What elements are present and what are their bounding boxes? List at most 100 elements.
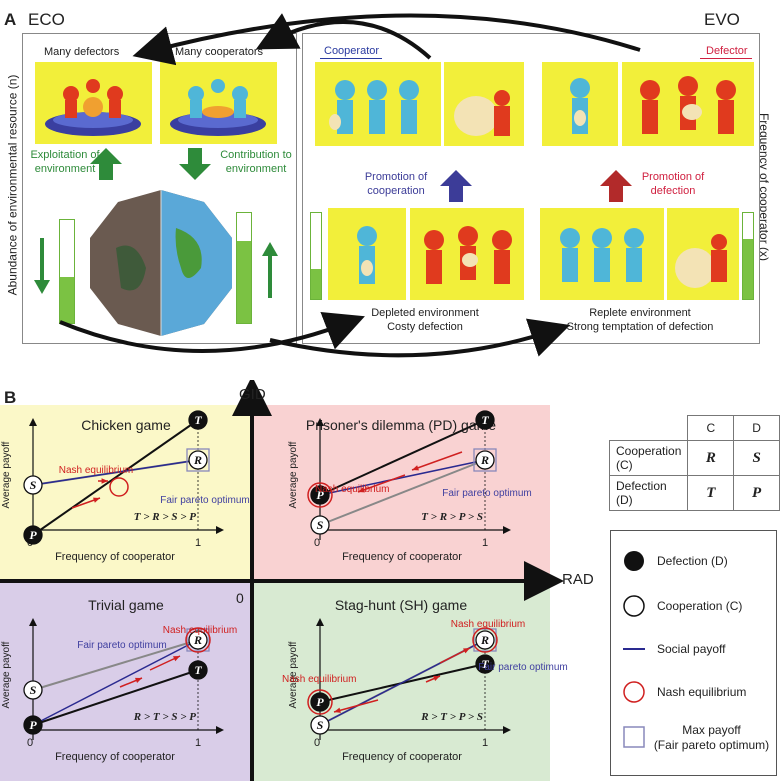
legend: Defection (D) Cooperation (C) Social pay… bbox=[610, 530, 777, 776]
defectors-group-image bbox=[622, 62, 754, 146]
chicken-node-t-letter: T bbox=[194, 413, 202, 427]
staghunt-title: Stag-hunt (SH) game bbox=[334, 597, 468, 613]
trivial-node-r bbox=[188, 630, 208, 650]
pd-inequality: T > R > P > S bbox=[421, 511, 483, 523]
blue-up-arrow-icon bbox=[440, 170, 472, 202]
staghunt-nash-arrow-c-head bbox=[334, 707, 341, 713]
lone-cooperator-image bbox=[542, 62, 618, 146]
chicken-node-p-letter: P bbox=[29, 528, 37, 542]
eco-green-arrows bbox=[90, 148, 211, 180]
chicken-inequality: T > R > S > P bbox=[134, 511, 196, 523]
exploitation-label: Exploitation of environment bbox=[30, 148, 100, 176]
pd-x1: 1 bbox=[482, 537, 488, 549]
staghunt-node-r-letter: R bbox=[480, 633, 489, 647]
matrix-cell-p: P bbox=[733, 475, 780, 511]
staghunt-x1: 1 bbox=[482, 737, 488, 749]
pd-nash-arrow-a-head bbox=[358, 487, 365, 493]
evo-replete-bar bbox=[742, 212, 754, 300]
promotion-defect-line2: defection bbox=[650, 185, 696, 197]
chicken-node-r-letter: R bbox=[193, 453, 202, 467]
earth-icon bbox=[90, 190, 232, 336]
pd-node-r bbox=[475, 450, 495, 470]
exploitation-line2: environment bbox=[34, 163, 96, 175]
chicken-node-t bbox=[188, 410, 208, 430]
chicken-node-s-letter: S bbox=[30, 478, 37, 492]
pd-node-r-letter: R bbox=[480, 453, 489, 467]
chicken-nash-arrow-b-head bbox=[93, 497, 100, 503]
matrix-cell-r: R bbox=[687, 440, 735, 476]
pd-nash-marker-0 bbox=[307, 482, 333, 508]
pd-pareto-box bbox=[473, 448, 497, 472]
staghunt-x-axis-head bbox=[503, 726, 511, 734]
trivial-pareto-label: Fair pareto optimum bbox=[77, 640, 166, 651]
matrix-col-c: C bbox=[687, 415, 735, 441]
staghunt-node-p bbox=[310, 692, 330, 712]
legend-symbols bbox=[623, 551, 645, 748]
pd-node-p-letter: P bbox=[316, 488, 324, 502]
chicken-defector-line bbox=[32, 419, 199, 536]
matrix-row-cooperation: Cooperation (C) bbox=[608, 440, 689, 476]
eco-resource-low-bar bbox=[59, 219, 75, 324]
defection-legend-icon bbox=[624, 551, 644, 571]
pd-x0: 0 bbox=[314, 537, 320, 549]
matrix-col-d: D bbox=[733, 415, 780, 441]
trivial-node-s-letter: S bbox=[30, 683, 37, 697]
pd-title: Prisoner's dilemma (PD) game bbox=[305, 417, 497, 433]
staghunt-nash-arrow-c bbox=[333, 699, 379, 713]
chicken-pareto-label: Fair pareto optimum bbox=[160, 495, 249, 506]
trivial-node-t bbox=[188, 660, 208, 680]
pd-social-line bbox=[319, 459, 486, 496]
down-arrow-icon bbox=[179, 148, 211, 180]
pd-node-s-letter: S bbox=[317, 518, 324, 532]
chicken-nash-label: Nash equilibrium bbox=[59, 465, 133, 476]
chicken-y-axis-head bbox=[29, 418, 37, 426]
money-bag-icon bbox=[675, 234, 727, 288]
up-small-arrow-icon bbox=[262, 242, 278, 298]
staghunt-nash-top-label: Nash equilibrium bbox=[451, 619, 525, 630]
chicken-nash-marker-0 bbox=[109, 477, 129, 497]
trivial-social-line bbox=[32, 639, 199, 726]
cooperation-legend-icon bbox=[623, 595, 645, 617]
chicken-node-p bbox=[23, 525, 43, 545]
up-arrow-icon bbox=[90, 148, 122, 180]
defector-tag: Defector bbox=[706, 45, 748, 57]
three-cooperators-icon bbox=[329, 80, 419, 134]
rad-label: RAD bbox=[562, 571, 594, 588]
many-defectors-image bbox=[35, 62, 152, 144]
chicken-x-axis-head bbox=[216, 526, 224, 534]
staghunt-x0: 0 bbox=[314, 737, 320, 749]
gid-rad-axes bbox=[0, 380, 564, 781]
pd-nash-arrow-b bbox=[411, 451, 463, 471]
replete-line1: Replete environment bbox=[589, 307, 691, 319]
pd-node-t bbox=[475, 410, 495, 430]
trivial-node-t-letter: T bbox=[194, 663, 202, 677]
pd-node-p bbox=[310, 485, 330, 505]
trivial-xlabel: Frequency of cooperator bbox=[55, 751, 175, 763]
pd-nash-arrow-a bbox=[357, 474, 406, 493]
contribution-label: Contribution to environment bbox=[216, 148, 296, 176]
promotion-coop-line2: cooperation bbox=[367, 185, 425, 197]
legend-maxpay-line2: (Fair pareto optimum) bbox=[653, 738, 770, 752]
contribution-line2: environment bbox=[225, 163, 287, 175]
trivial-node-p bbox=[23, 715, 43, 735]
chicken-social-line bbox=[32, 459, 199, 486]
depleted-defectors-image bbox=[410, 208, 524, 300]
promotion-defection-label: Promotion of defection bbox=[638, 170, 708, 198]
trivial-defector-line bbox=[32, 669, 199, 726]
trivial-x-axis-head bbox=[216, 726, 224, 734]
legend-cooperation: Cooperation (C) bbox=[657, 599, 743, 613]
trivial-x0: 0 bbox=[27, 737, 33, 749]
money-bag-image bbox=[444, 62, 524, 146]
cooperator-icon bbox=[570, 78, 590, 134]
trivial-x1: 1 bbox=[195, 737, 201, 749]
depleted-line1: Depleted environment bbox=[371, 307, 479, 319]
panel-b-label: B bbox=[4, 388, 17, 407]
pd-nash-label: Nash equilibrium bbox=[315, 484, 389, 495]
matrix-cell-t: T bbox=[687, 475, 735, 511]
pd-pareto-label: Fair pareto optimum bbox=[442, 488, 531, 499]
staghunt-node-t-letter: T bbox=[481, 657, 489, 671]
staghunt-node-t bbox=[475, 654, 495, 674]
trivial-node-p-letter: P bbox=[29, 718, 37, 732]
pd-node-s bbox=[310, 515, 330, 535]
legend-social: Social payoff bbox=[657, 642, 726, 656]
